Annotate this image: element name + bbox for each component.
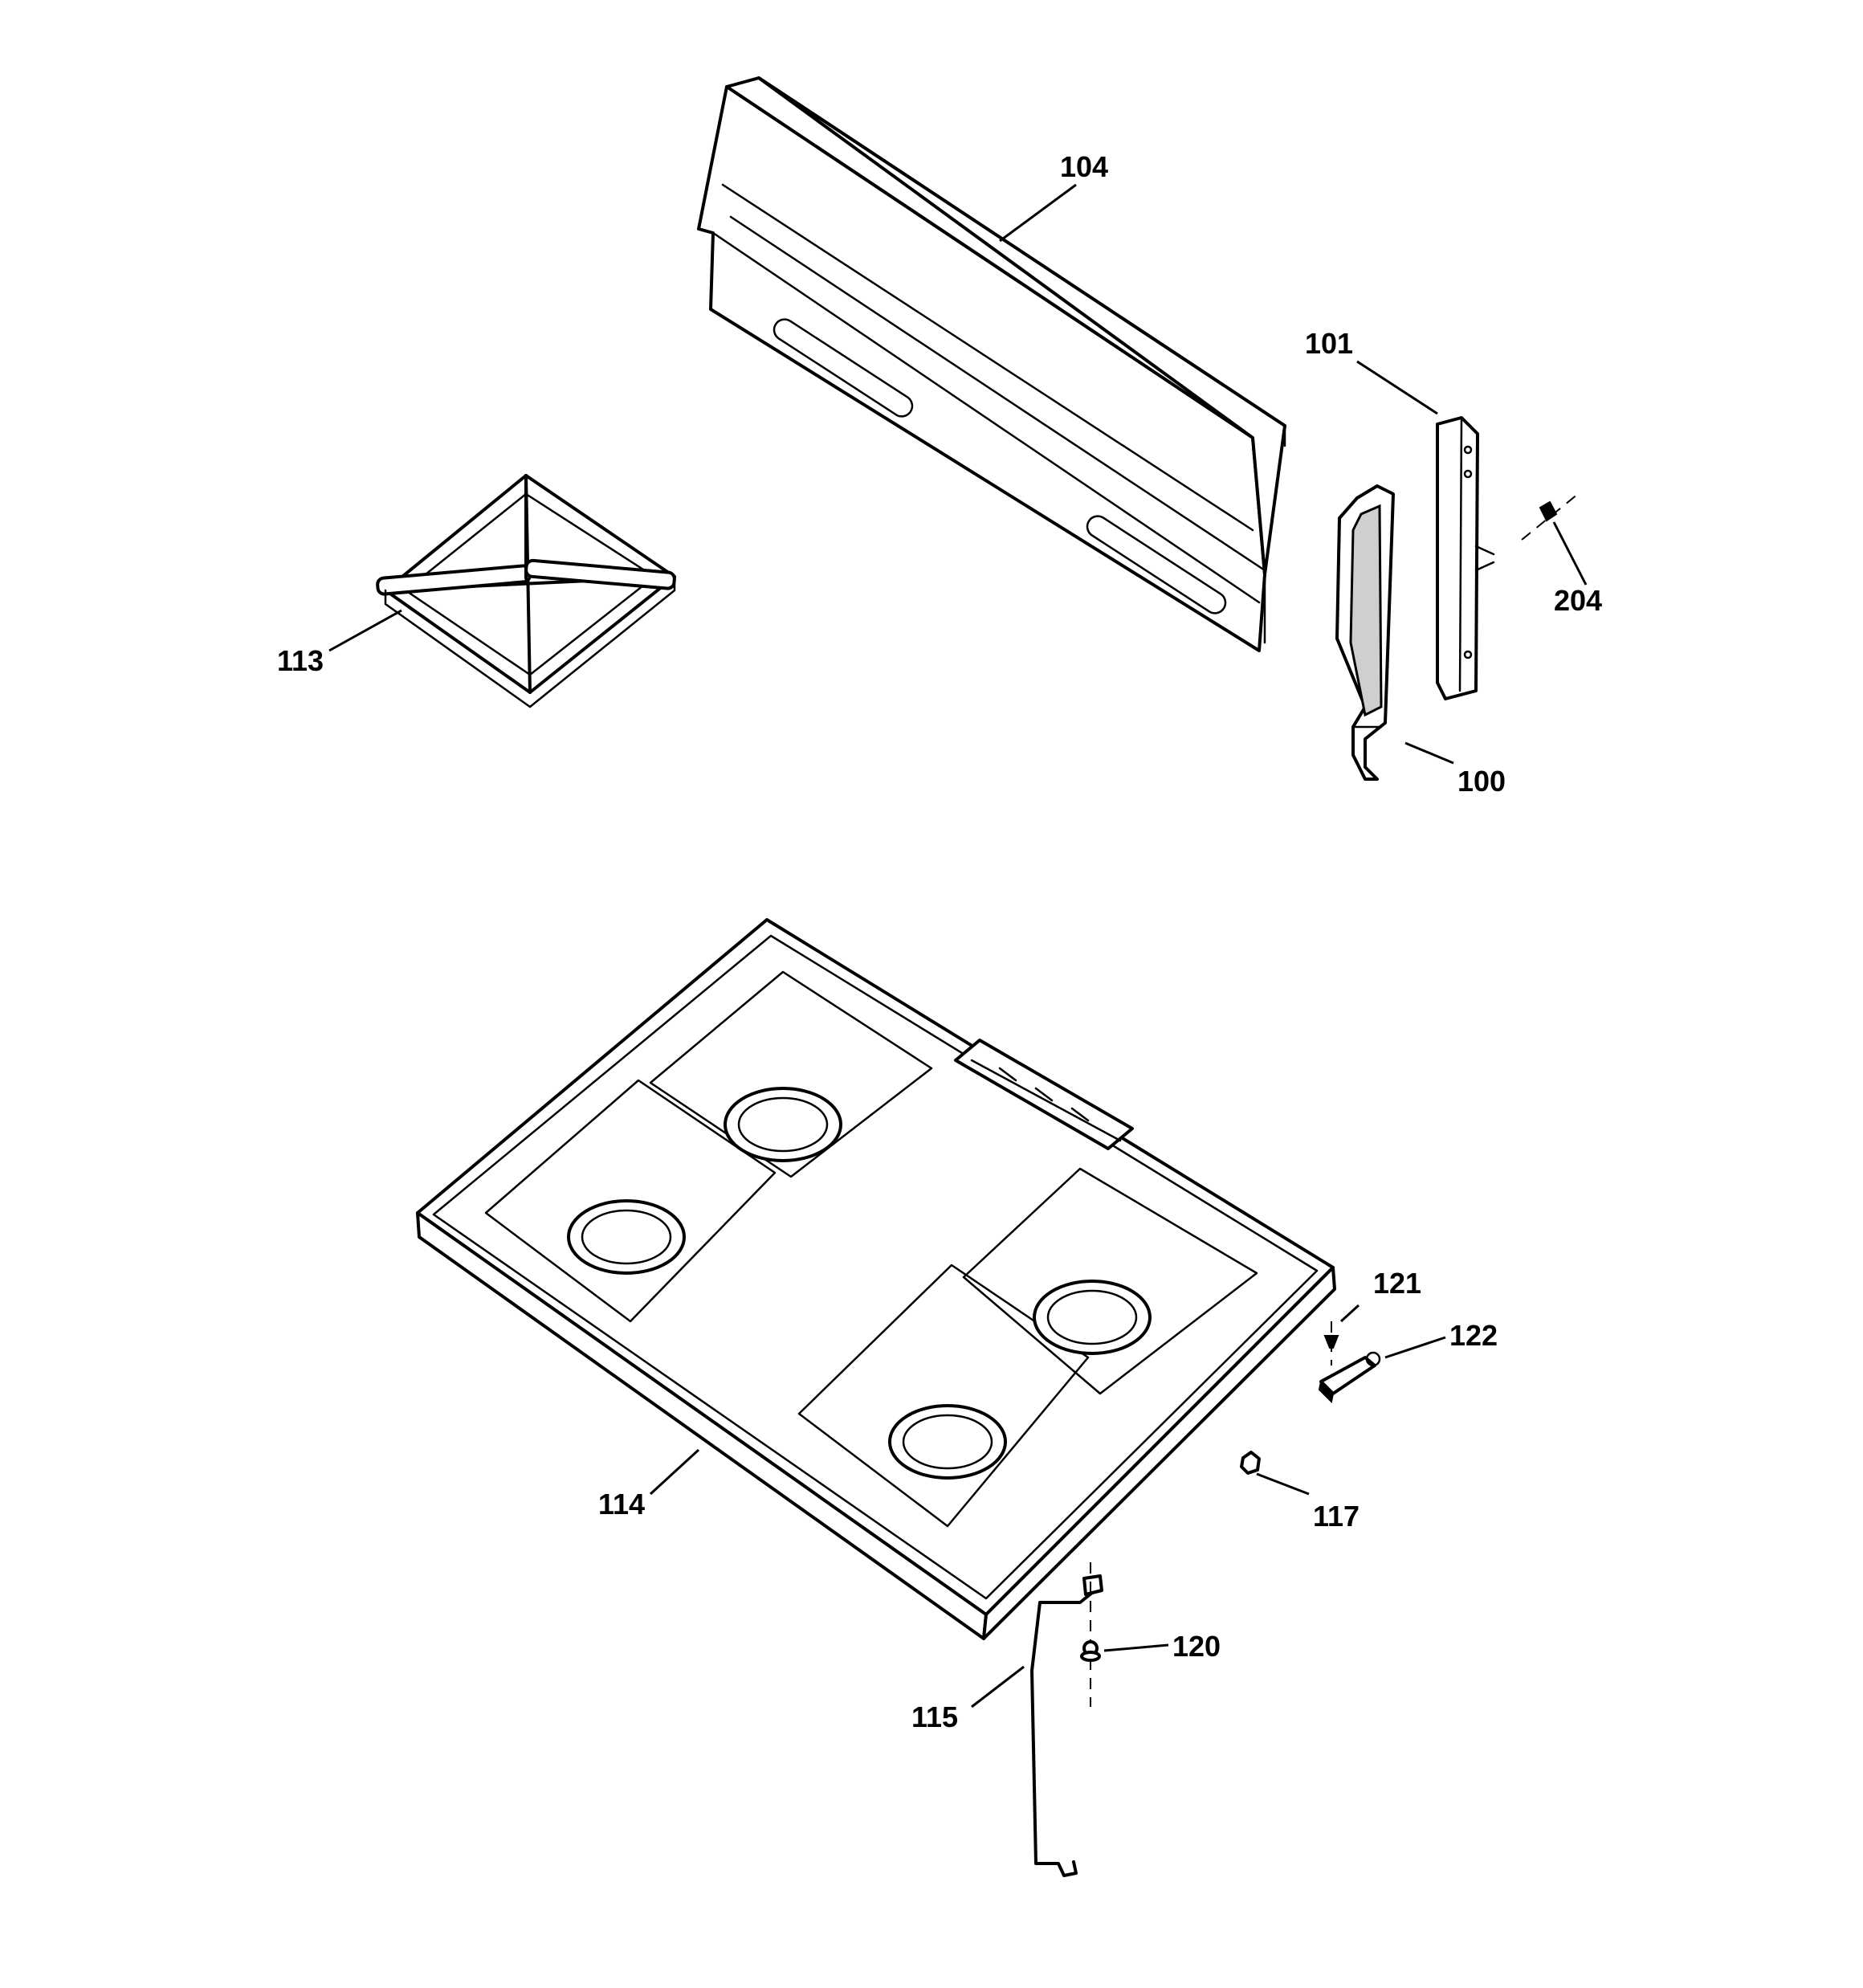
washer — [1080, 1640, 1101, 1662]
backsplash-panel — [697, 76, 1286, 652]
callout-204: 204 — [1554, 584, 1602, 617]
support-rod — [1030, 1562, 1103, 1877]
callout-104: 104 — [1060, 150, 1108, 183]
screw — [1521, 493, 1588, 586]
side-trim — [1335, 484, 1395, 781]
callout-100: 100 — [1457, 765, 1506, 798]
callout-122: 122 — [1449, 1319, 1498, 1352]
leader-lines — [328, 183, 1454, 1708]
callout-121: 121 — [1373, 1267, 1421, 1300]
callout-120: 120 — [1172, 1630, 1221, 1663]
callout-115: 115 — [911, 1700, 958, 1733]
small-screw — [1323, 1321, 1339, 1365]
cooktop — [416, 918, 1336, 1640]
callout-113: 113 — [277, 644, 324, 677]
callout-labels: 104 101 204 113 100 121 122 114 117 120 … — [277, 150, 1602, 1733]
callout-101: 101 — [1305, 327, 1353, 360]
nut — [1240, 1451, 1261, 1475]
side-bracket — [1436, 416, 1495, 700]
callout-114: 114 — [598, 1488, 645, 1521]
small-bracket — [1318, 1351, 1381, 1404]
burner-grate — [376, 474, 676, 708]
callout-117: 117 — [1313, 1500, 1360, 1533]
